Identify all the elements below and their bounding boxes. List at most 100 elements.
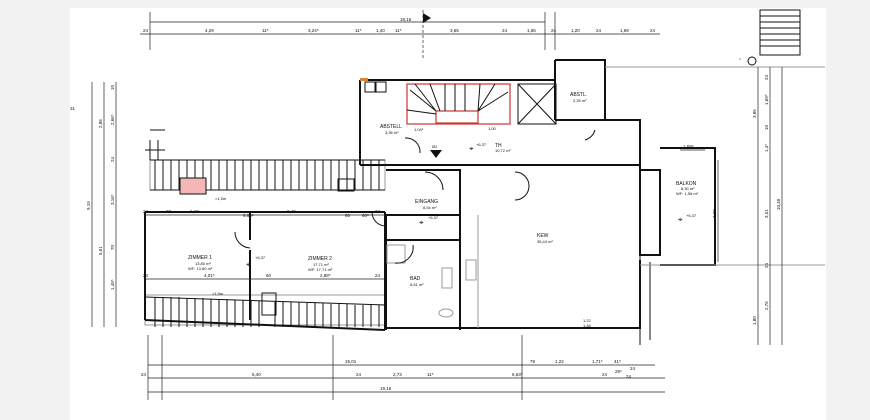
dimension-label: 1,80 <box>752 316 757 325</box>
room-bad: BAD 6,61 m² <box>410 276 424 287</box>
dimension-label: 24 <box>764 74 769 80</box>
door-swings <box>234 129 596 264</box>
dimension-label: 24 <box>602 372 608 377</box>
roof-window <box>261 292 277 316</box>
dimension-label: 2,66⁵ <box>110 114 115 125</box>
dimension-label: 1,65 <box>527 28 536 33</box>
dimension-label: KEW <box>537 233 549 239</box>
dimension-label: 1,22 <box>583 318 592 323</box>
dimension-label: 24 <box>764 262 769 268</box>
dimension-label: 24 <box>141 372 147 377</box>
exterior-stairs <box>759 9 801 56</box>
dimension-label: 1,46 <box>583 323 592 328</box>
dimension-label: 17,71 m² <box>313 262 329 267</box>
dimension-label: 24 <box>551 28 557 33</box>
dimension-label: 3,16⁵ <box>110 194 115 205</box>
dimension-label: 1,69⁵ <box>683 144 694 149</box>
dimension-label: 6,61 m² <box>410 282 424 287</box>
dimension-label: 24 <box>626 374 632 379</box>
dimension-label: 19,16 <box>380 386 392 391</box>
washing-machine <box>375 81 387 93</box>
level-marker-icon: ⌖ <box>678 215 683 224</box>
dimension-label: 60 <box>166 209 172 214</box>
dimension-label: BAD <box>410 276 421 282</box>
drawing-sheet: 19,16 24 4,29 11⁵ 3,24⁵ 11⁵ 1,40 11⁵ 3,6… <box>70 8 826 420</box>
room-abstl: ABSTL. 2,25 m² <box>570 92 587 103</box>
dimension-label: BALKON <box>676 181 697 187</box>
dimension-label: 24 <box>375 273 381 278</box>
room-balkon: BALKON 6,30 m² WF: 1,58 m² +6,37 ⌖ <box>676 181 699 224</box>
dimension-label: WF: 1,58 m² <box>676 191 699 196</box>
dimension-label: 2,88⁵ <box>320 273 331 278</box>
dimension-label: ABSTELL <box>380 124 402 130</box>
dimension-label: 6,40 <box>287 209 296 214</box>
dimension-label: 24 <box>143 28 149 33</box>
right-dimensions: 1,69⁵ 3,09 10,40 3,85 3,51 2,76 24 1,69⁵… <box>680 67 783 345</box>
dimension-label: 3,51 <box>764 209 769 218</box>
dimension-label: 35,44 m² <box>537 239 553 244</box>
top-dimensions: 19,16 24 4,29 11⁵ 3,24⁵ 11⁵ 1,40 11⁵ 3,6… <box>140 10 660 60</box>
dimension-label: 15,01 <box>345 359 357 364</box>
dimension-label: 13,80 m² <box>195 261 211 266</box>
dimension-label: 6,40 <box>252 372 261 377</box>
roof-slope-hatching <box>144 129 386 327</box>
dimension-label: 1,04⁵ <box>414 127 424 132</box>
room-dimensions: 24 60 1,10 6,60⁵ 6,40 60 60⁵ 24 24 4,01⁵… <box>143 209 385 280</box>
north-arrow-icon <box>423 13 431 23</box>
dimension-label: 6,60⁵ <box>243 213 254 218</box>
dimension-label: EINGANG <box>415 199 438 205</box>
dimension-label: 10 <box>764 124 769 130</box>
dimension-label: 3,09 <box>712 209 717 218</box>
dimension-label: TH <box>495 143 502 149</box>
room-eingang: EINGANG 8,54 m² +6,37 ⌖ <box>415 199 439 227</box>
dimension-label: 11⁵ <box>262 28 269 33</box>
dimension-label: 8,54 m² <box>423 205 437 210</box>
dimension-label: +6,37 <box>255 255 266 260</box>
level-marker-icon: ⌖ <box>246 260 251 269</box>
boiler-unit <box>364 81 376 93</box>
dimension-label: 60⁵ <box>362 213 369 218</box>
left-dimensions: 9,19 2,86 5,61 10 2,66⁵ 24 3,16⁵ 70 1,49… <box>86 82 117 327</box>
dimension-label: 2,76 <box>764 301 769 310</box>
dim-overall-top: 19,16 <box>400 17 412 22</box>
dimension-label: 24 <box>502 28 508 33</box>
dimension-label: ZIMMER 2 <box>308 256 332 262</box>
roof-height-note: >1,5m <box>215 196 227 201</box>
dimension-label: 10,40 <box>776 198 781 210</box>
dimension-label: 1,00 <box>488 126 497 131</box>
dimension-label: 4,01⁵ <box>204 273 215 278</box>
level-marker-icon: ⌖ <box>469 144 474 153</box>
dimension-label: Ø2 <box>432 144 438 149</box>
dimension-label: 5,61 <box>98 246 103 255</box>
dimension-label: 2,73 <box>393 372 402 377</box>
roof-window <box>337 178 355 192</box>
dimension-label: ABSTL. <box>570 92 587 98</box>
dimension-label: 4,29 <box>205 28 214 33</box>
dimension-label: 60 <box>266 273 272 278</box>
dimension-label: 6,30 m² <box>681 186 695 191</box>
dimension-label: 60 <box>345 213 351 218</box>
dimension-label: 1,69 <box>620 28 629 33</box>
dimension-label: 29⁵ <box>615 369 622 374</box>
dimension-label: 10 <box>110 84 115 90</box>
bathroom-fixtures <box>386 215 479 328</box>
dimension-label: 1,49⁵ <box>110 279 115 290</box>
dimension-label: +6,37 <box>476 142 487 147</box>
dimension-label: 1,20 <box>571 28 580 33</box>
dimension-label: 3,85 <box>752 109 757 118</box>
dimension-label: 79 <box>530 359 536 364</box>
stair-down-arrow-icon <box>430 150 442 158</box>
dimension-label: 24 <box>143 209 149 214</box>
dimension-label: 3,36 m² <box>385 130 399 135</box>
room-zimmer-1: ZIMMER 1 13,80 m² WF: 13,80 m² +6,37 ⌖ <box>188 255 266 271</box>
dimension-label: 1,69⁵ <box>764 94 769 105</box>
dimension-label: ZIMMER 1 <box>188 255 212 261</box>
dimension-label: 24 <box>596 28 602 33</box>
dimension-label: 6,63⁵ <box>512 372 523 377</box>
dimension-label: 11⁵ <box>395 28 402 33</box>
dimension-label: 24 <box>650 28 656 33</box>
terrain-line <box>605 58 825 266</box>
dimension-label: 10,72 m² <box>495 148 511 153</box>
dimension-label: 41⁵ <box>614 359 621 364</box>
dimension-label: WF: 13,80 m² <box>188 266 213 271</box>
